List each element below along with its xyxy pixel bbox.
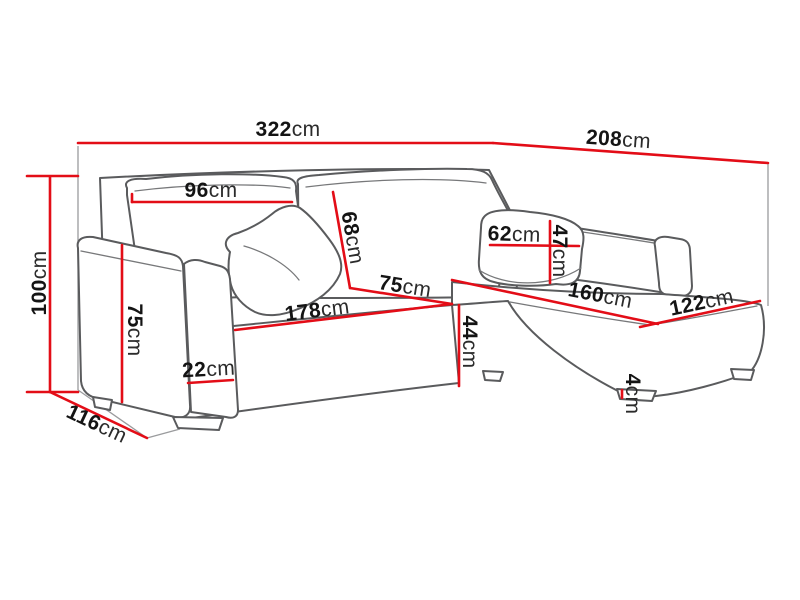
right-armrest	[653, 235, 693, 298]
dimension-line-base-depth	[48, 390, 149, 440]
small-pillow-fold	[478, 267, 582, 284]
chaise-body	[451, 281, 765, 398]
label-seat-depth: 75cm	[377, 271, 433, 302]
sofa-line-drawing	[76, 167, 765, 431]
left-armrest-side-face	[183, 258, 239, 419]
throw-pillow-fold	[243, 245, 300, 281]
label-seat-width: 178cm	[284, 295, 351, 326]
back-pillow-right-seam	[305, 178, 487, 188]
sofa-leg-corner	[482, 370, 504, 382]
dimension-line-chaise-width	[638, 299, 762, 329]
dimension-line-overall-depth	[491, 141, 770, 165]
label-chaise-length: 160cm	[566, 278, 634, 313]
label-armrest-width: 22cm	[182, 357, 236, 383]
label-overall-width: 322cm	[255, 118, 320, 141]
label-back-cushion-height: 68cm	[336, 210, 368, 266]
label-chaise-width: 122cm	[667, 285, 735, 321]
small-pillow	[477, 209, 585, 287]
dimension-line-small-pillow-width	[488, 243, 581, 248]
label-small-pillow-height: 47cm	[548, 225, 571, 278]
left-armrest-top-seam	[80, 250, 182, 272]
label-seat-height: 44cm	[458, 316, 481, 369]
label-overall-height: 100cm	[28, 250, 51, 315]
dimension-line-seat-depth	[348, 286, 454, 306]
label-armrest-height: 75cm	[123, 304, 146, 357]
dimension-line-back-cushion-height	[331, 190, 352, 290]
back-pillow-left-seam	[134, 184, 291, 192]
sofa-leg-front-left	[172, 416, 224, 431]
chaise-top-edge-front	[509, 301, 651, 326]
dimension-lines	[25, 141, 770, 440]
dimension-line-seat-width	[233, 302, 454, 332]
label-leg-height: 4cm	[621, 374, 644, 415]
label-overall-depth: 208cm	[585, 126, 651, 153]
sofa-leg-back-left	[92, 396, 113, 411]
label-small-pillow-width: 62cm	[487, 222, 541, 247]
dimension-line-chaise-length	[450, 278, 660, 326]
sofa-leg-chaise-front	[616, 388, 657, 402]
guide-diagonal-left	[77, 389, 148, 439]
sofa-leg-chaise-right	[730, 368, 755, 381]
guide-floor	[146, 428, 181, 439]
throw-pillow	[224, 204, 343, 317]
dimension-line-armrest-width	[186, 378, 235, 385]
label-back-cushion-width: 96cm	[185, 179, 238, 202]
